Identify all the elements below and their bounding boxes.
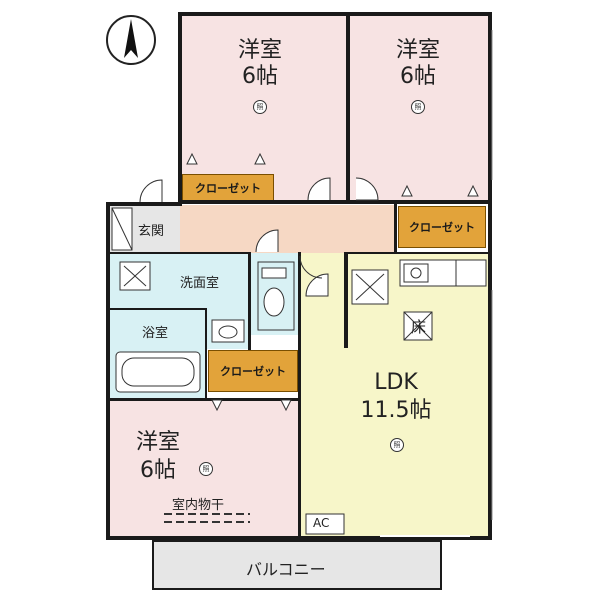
wall (346, 14, 350, 204)
wall (178, 200, 352, 204)
balcony-label: バルコニー (246, 560, 326, 579)
wall (106, 202, 182, 206)
wall (178, 12, 492, 16)
ceiling-light-icon: 照 (199, 462, 213, 476)
wall (178, 12, 182, 204)
wall (205, 308, 207, 400)
wall (298, 252, 301, 538)
ac-label: AC (313, 516, 330, 530)
wall (488, 12, 492, 540)
room-name-bedroom-top-right: 洋室 (395, 38, 440, 63)
closet-top-left: クローゼット (182, 174, 274, 202)
wall (152, 540, 442, 542)
room-name-bedroom-top-left: 洋室 (237, 38, 282, 63)
wall (348, 200, 492, 204)
wall (248, 252, 251, 350)
wall (106, 536, 492, 540)
wall (110, 252, 250, 254)
wall (152, 588, 442, 590)
closet-top-right: クローゼット (398, 206, 486, 248)
wall (110, 308, 206, 310)
room-name-ldk: LDK (374, 370, 418, 395)
room-size-bedroom-bottom-left: 6帖 (140, 458, 176, 483)
ceiling-light-icon: 照 (411, 100, 425, 114)
room-size-bedroom-top-right: 6帖 (400, 64, 436, 89)
room-size-ldk: 11.5帖 (360, 398, 432, 423)
wall (440, 540, 442, 590)
room-name-bedroom-bottom-left: 洋室 (135, 430, 180, 455)
balcony-floor (152, 542, 440, 588)
ldk-area (300, 253, 490, 538)
washroom-label: 洗面室 (180, 276, 220, 291)
bathroom-label: 浴室 (142, 326, 169, 341)
closet-middle: クローゼット (208, 350, 298, 392)
floor-heating-label: 床 (411, 318, 427, 336)
ceiling-light-icon: 照 (253, 100, 267, 114)
wall (394, 204, 397, 254)
room-size-bedroom-top-left: 6帖 (242, 64, 278, 89)
wall (344, 252, 490, 254)
wall (344, 252, 348, 348)
wall (152, 540, 154, 590)
indoor-drying-label: 室内物干 (172, 498, 225, 513)
wall (110, 398, 300, 401)
north-arrow-icon (106, 15, 156, 65)
wall (106, 202, 110, 540)
entrance-label: 玄関 (138, 224, 165, 239)
hallway (180, 205, 394, 253)
ceiling-light-icon: 照 (390, 438, 404, 452)
